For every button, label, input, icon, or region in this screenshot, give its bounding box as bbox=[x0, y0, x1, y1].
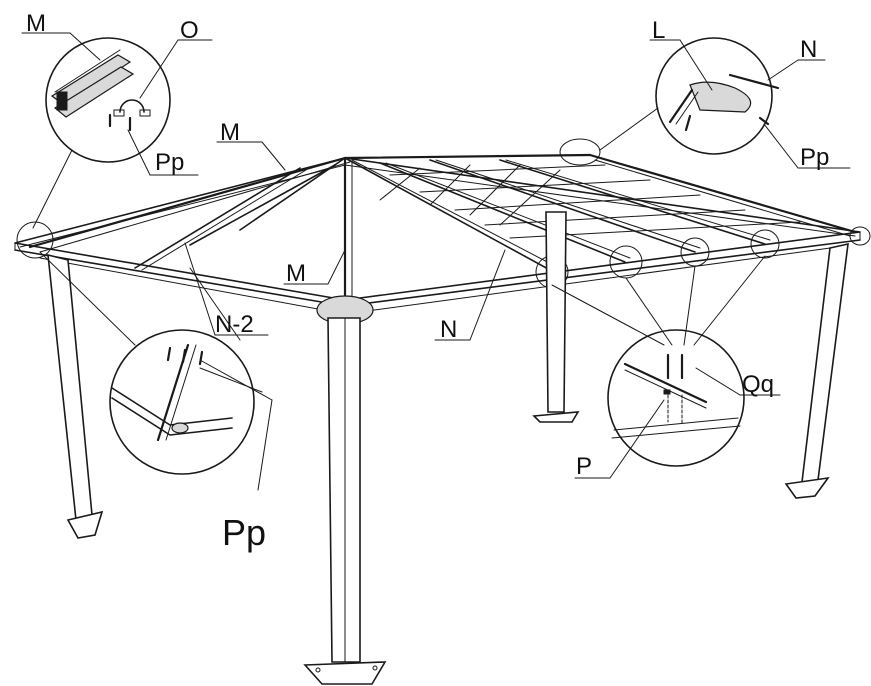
post-foot-front-left bbox=[66, 510, 104, 539]
roof-purlins bbox=[379, 164, 801, 239]
label-qq: Qq bbox=[742, 371, 774, 398]
label-m-center: M bbox=[286, 260, 306, 287]
hip-rafters bbox=[28, 153, 857, 302]
label-pp-bottom: Pp bbox=[222, 512, 266, 553]
corner-bracket-right bbox=[849, 226, 871, 246]
common-rafters bbox=[134, 157, 771, 271]
rafter-joint-4 bbox=[750, 229, 780, 259]
roof-leaders bbox=[184, 141, 506, 341]
post-right bbox=[801, 242, 849, 483]
post-foot-front-center bbox=[303, 661, 387, 685]
label-pp-top-left: Pp bbox=[155, 149, 184, 176]
detail-callout-bottom-left bbox=[39, 251, 273, 491]
label-o: O bbox=[180, 17, 199, 44]
roof bbox=[14, 138, 871, 325]
detail-callout-bottom-right bbox=[551, 255, 781, 479]
label-m-top-left: M bbox=[26, 10, 46, 37]
detail-callout-top-left bbox=[21, 32, 213, 229]
corner-bracket-back bbox=[559, 138, 601, 166]
eave-beam-bottom bbox=[39, 245, 846, 315]
label-m-roof: M bbox=[220, 119, 240, 146]
label-p: P bbox=[576, 453, 592, 480]
post-back bbox=[545, 211, 567, 413]
post-front-left bbox=[47, 253, 93, 522]
label-pp-top-right: Pp bbox=[800, 144, 829, 171]
corner-bracket-left bbox=[16, 221, 54, 259]
posts bbox=[47, 211, 849, 685]
post-foot-back bbox=[532, 411, 580, 423]
label-n2: N-2 bbox=[215, 311, 254, 338]
detail-callout-top-right bbox=[599, 37, 851, 169]
post-front-center bbox=[327, 317, 361, 663]
label-n-center: N bbox=[440, 316, 457, 343]
label-l: L bbox=[652, 17, 665, 44]
label-n-top-right: N bbox=[800, 36, 817, 63]
post-foot-right bbox=[784, 476, 830, 499]
